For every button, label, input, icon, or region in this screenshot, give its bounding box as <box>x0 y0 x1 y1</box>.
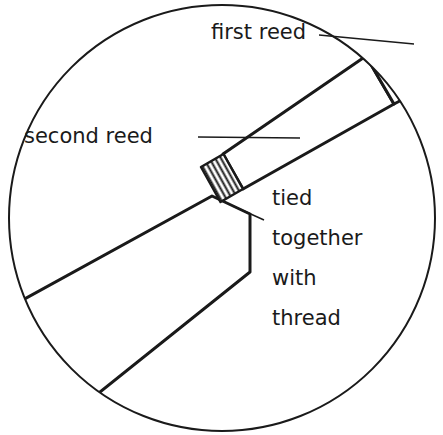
leader-line <box>319 35 414 44</box>
leader-line <box>233 206 264 220</box>
leader-line <box>198 137 300 138</box>
first-reed <box>366 28 440 104</box>
part-label: tied together with thread <box>272 178 372 338</box>
reed-mouth <box>401 22 443 86</box>
part-label: first reed <box>211 20 306 44</box>
thread-wrap <box>201 154 243 202</box>
reed-mouth-inner <box>420 42 426 72</box>
view-circle <box>9 5 435 431</box>
second-reed <box>223 56 394 189</box>
part-label: second reed <box>24 124 153 148</box>
body-tube <box>0 196 250 435</box>
